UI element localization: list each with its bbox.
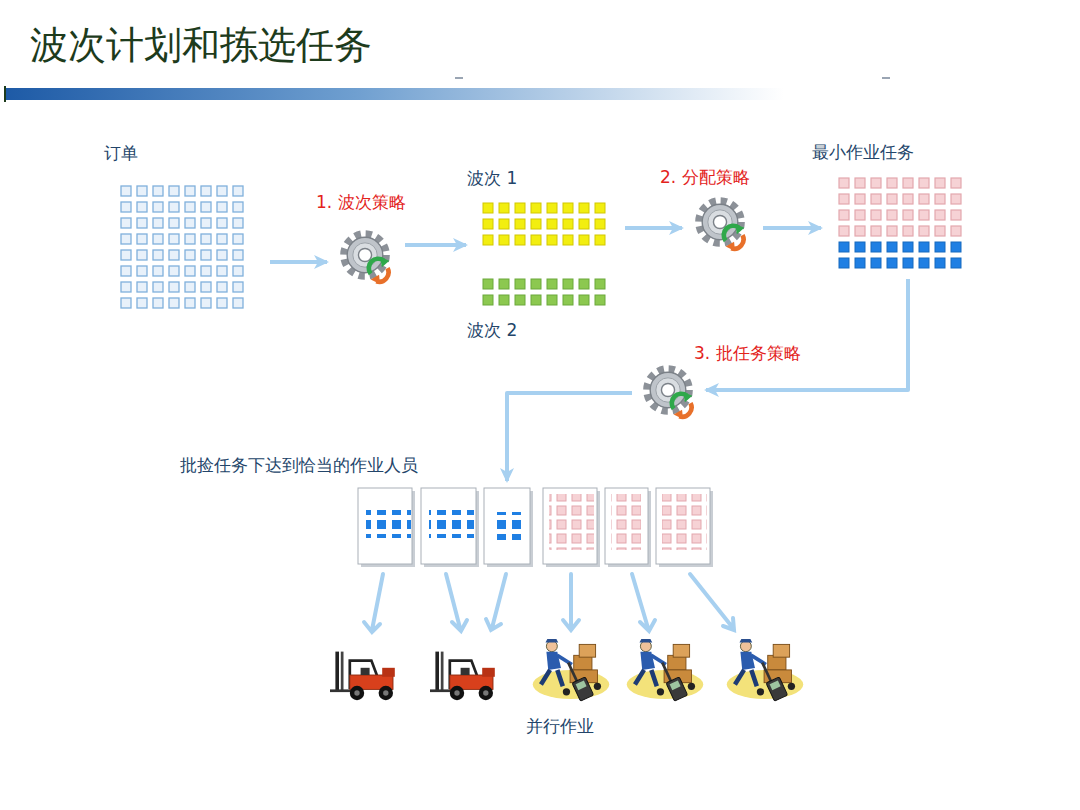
task-card [484,488,530,564]
task-card [543,488,597,564]
dispatch-arrow [446,574,467,631]
task-card-group: 批捡任务下达到恰当的作业人员 [356,487,712,567]
task-card [492,512,522,540]
worker-figure [533,639,610,701]
caption-label: 并行作业 [526,716,594,736]
strategy-label: 2. 分配策略 [660,167,750,187]
dispatch-arrow [563,574,579,630]
square-grid [480,276,608,308]
group-heading: 订单 [104,143,138,163]
group-heading: 批捡任务下达到恰当的作业人员 [180,455,418,475]
order-grid: 订单 [118,183,246,311]
pending-task [836,175,964,239]
task-card [611,494,641,550]
wave-grid: 波次 1 [480,200,608,248]
worker-figure [627,639,704,701]
strategy-gear [647,369,692,419]
flow-arrow [270,260,327,264]
title-bar [455,77,463,79]
flow-arrow [706,279,908,390]
dispatch-arrow [486,574,506,630]
flow-arrow [763,226,821,230]
flow-arrow [405,243,466,247]
square-grid [118,183,246,311]
group-heading: 波次 1 [467,168,517,188]
strategy-gear: 2. 分配策略 [692,194,748,250]
flow-arrow [625,226,682,230]
dispatch-arrow [690,574,734,630]
worker-figure [430,652,495,701]
assigned-task [836,239,964,271]
title-bar [4,88,784,100]
task-grid: 最小作业任务 [836,175,964,271]
strategy-label: 1. 波次策略 [316,192,406,212]
strategy-gear [699,201,744,251]
grid-cell [480,276,608,308]
title-bar [4,77,890,102]
page-title: 波次计划和拣选任务 [30,22,372,68]
worker-figure [330,652,395,701]
dispatch-arrow [364,574,734,632]
square-grid [836,175,964,271]
group-heading: 波次 2 [467,320,517,340]
group-heading: 最小作业任务 [812,142,914,162]
strategy-label: 3. 批任务策略 [694,343,801,363]
strategy-gear: 3. 批任务策略 [640,362,696,418]
title-bar [4,86,6,102]
grid-cell [480,200,608,248]
task-card [662,494,707,550]
wave-grid: 波次 2 [480,276,608,308]
dispatch-arrow [364,574,383,632]
task-card [605,488,648,564]
task-card [656,488,710,564]
worker-figure [727,639,804,701]
task-card [421,488,476,564]
square-grid [480,200,608,248]
task-card [366,510,411,538]
flow-arrow [507,393,632,481]
grid-cell [118,183,246,311]
strategy-gear: 1. 波次策略 [337,227,393,283]
task-card [549,494,594,550]
task-card [358,488,412,564]
task-card [429,510,474,538]
dispatch-arrow [632,574,655,631]
task-card [358,488,713,567]
title-bar [882,77,890,79]
worker-figure [330,639,803,701]
strategy-gear [344,234,389,284]
